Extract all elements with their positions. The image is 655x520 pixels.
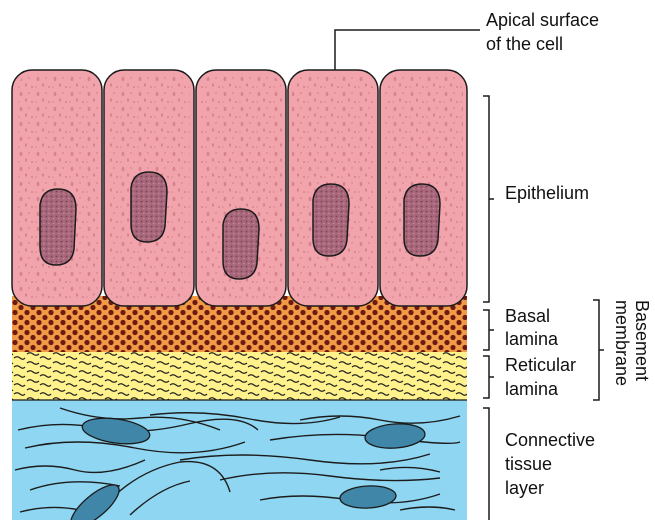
cell-nucleus	[404, 184, 440, 256]
basal-lamina-label-line2: lamina	[505, 329, 559, 349]
connective-tissue-layer	[12, 400, 467, 520]
reticular-lamina-label-line1: Reticular	[505, 355, 576, 375]
connective-tissue-bracket	[483, 408, 489, 520]
apical-leader-line	[335, 30, 480, 70]
cell-nucleus	[223, 209, 259, 279]
connective-tissue-label-line2: tissue	[505, 454, 552, 474]
apical-surface-label-line1: Apical surface	[486, 10, 599, 30]
cell-cytoplasm	[16, 74, 98, 302]
basal-lamina-bracket	[483, 310, 494, 350]
basement-membrane-bracket	[593, 300, 604, 400]
epithelium-bracket	[483, 96, 494, 302]
epithelial-cells	[12, 70, 467, 306]
connective-tissue-label-line3: layer	[505, 478, 544, 498]
cell-nucleus	[40, 189, 76, 265]
epithelial-cell	[288, 70, 378, 306]
epithelial-cell	[12, 70, 102, 306]
basement-membrane-label-line2: membrane	[612, 300, 632, 386]
apical-surface-label-line2: of the cell	[486, 34, 563, 54]
basement-membrane-label-line1: Basement	[632, 300, 652, 381]
epithelial-cell	[196, 70, 286, 306]
epithelial-cell	[104, 70, 194, 306]
connective-tissue-label-line1: Connective	[505, 430, 595, 450]
reticular-lamina-label-line2: lamina	[505, 379, 559, 399]
basement-membrane-label: Basement membrane	[612, 300, 652, 386]
cell-nucleus	[313, 184, 349, 256]
reticular-lamina-bracket	[483, 356, 494, 398]
epithelial-cell	[380, 70, 467, 306]
cell-nucleus	[131, 172, 167, 242]
basal-lamina-label-line1: Basal	[505, 306, 550, 326]
epithelium-label: Epithelium	[505, 183, 589, 203]
reticular-lamina	[12, 352, 467, 400]
